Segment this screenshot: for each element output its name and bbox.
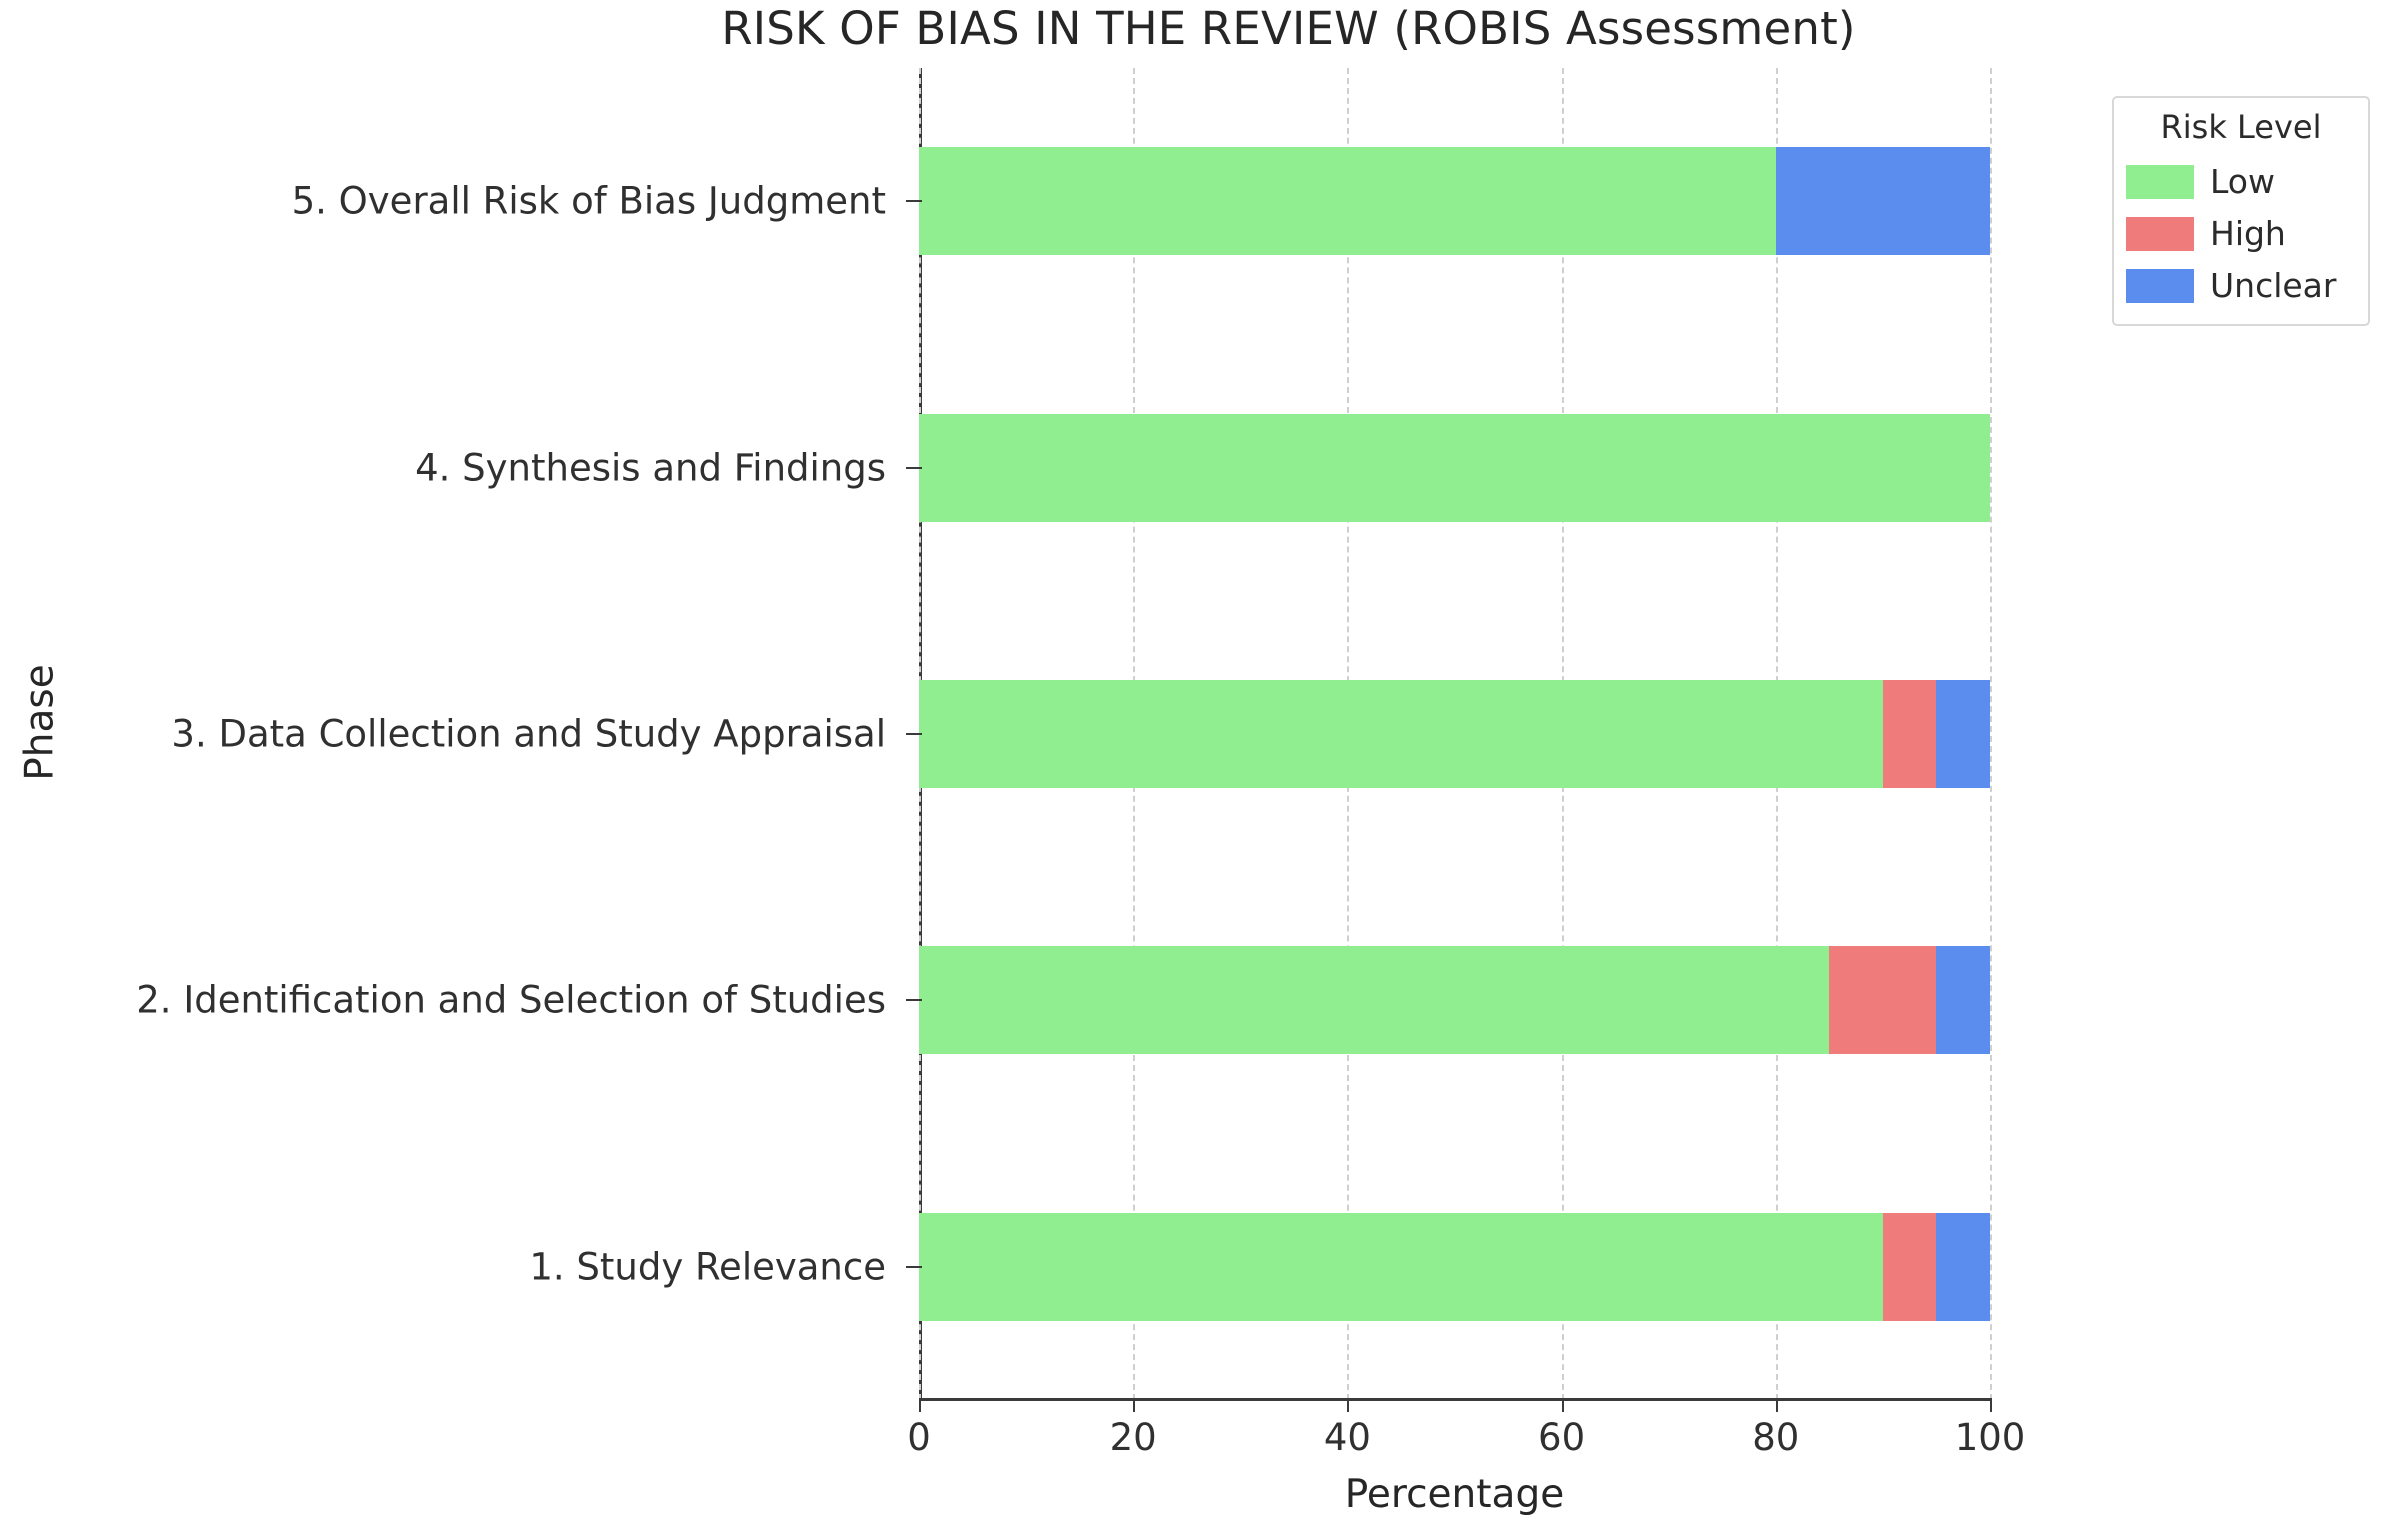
- bar-group-1: [919, 1212, 1990, 1321]
- legend-swatch-unclear: [2126, 269, 2194, 303]
- x-tick-60: [1561, 1398, 1564, 1412]
- x-axis-title: Percentage: [1344, 1472, 1565, 1517]
- bar-group-5: [919, 147, 1990, 256]
- bar-segment-high: [1882, 1212, 1937, 1321]
- x-tick-label-40: 40: [1323, 1416, 1371, 1459]
- bar-segment-unclear: [1936, 680, 1990, 788]
- bar-segment-unclear: [1775, 147, 1990, 256]
- y-tick-2: [906, 999, 922, 1002]
- bar-segment-low: [919, 946, 1830, 1055]
- y-tick-5: [906, 200, 922, 203]
- legend-label-unclear: Unclear: [2210, 266, 2337, 305]
- gridline-x-100: [1990, 68, 1992, 1400]
- bar-segment-unclear: [1936, 1212, 1990, 1321]
- x-axis-line: [919, 1398, 1992, 1401]
- x-tick-40: [1347, 1398, 1350, 1412]
- y-tick-1: [906, 1265, 922, 1268]
- chart-title-text: RISK OF BIAS IN THE REVIEW (ROBIS Assess…: [721, 2, 1856, 55]
- y-tick-3: [906, 733, 922, 735]
- legend-title: Risk Level: [2160, 108, 2322, 146]
- legend-swatch-high: [2126, 217, 2194, 251]
- bar-group-3: [919, 680, 1990, 788]
- bar-segment-low: [919, 1212, 1883, 1321]
- chart-title: RISK OF BIAS IN THE REVIEW (ROBIS Assess…: [0, 2, 2387, 55]
- bar-segment-high: [1882, 680, 1937, 788]
- x-tick-label-100: 100: [1954, 1416, 2026, 1459]
- plot-area: [919, 68, 1992, 1400]
- bar-segment-high: [1829, 946, 1937, 1055]
- legend-item-high[interactable]: High: [2126, 208, 2356, 260]
- y-axis-title: Phase: [17, 664, 63, 781]
- bar-segment-unclear: [1936, 946, 1990, 1055]
- x-tick-100: [1990, 1398, 1992, 1412]
- y-tick-label-3: 3. Data Collection and Study Appraisal: [171, 712, 886, 756]
- legend-item-unclear[interactable]: Unclear: [2126, 260, 2356, 312]
- bar-segment-low: [919, 680, 1883, 788]
- y-tick-label-1: 1. Study Relevance: [529, 1245, 886, 1289]
- legend-label-low: Low: [2210, 162, 2275, 201]
- bar-segment-low: [919, 147, 1776, 256]
- x-tick-label-0: 0: [907, 1416, 931, 1459]
- legend-item-low[interactable]: Low: [2126, 156, 2356, 208]
- x-tick-label-20: 20: [1109, 1416, 1157, 1459]
- x-tick-label-60: 60: [1538, 1416, 1586, 1459]
- y-tick-label-2: 2. Identification and Selection of Studi…: [136, 978, 886, 1022]
- x-tick-80: [1775, 1398, 1778, 1412]
- x-tick-20: [1133, 1398, 1136, 1412]
- y-tick-label-4: 4. Synthesis and Findings: [415, 446, 886, 490]
- legend-swatch-low: [2126, 165, 2194, 199]
- legend-label-high: High: [2210, 214, 2286, 253]
- x-tick-0: [919, 1398, 921, 1412]
- y-tick-4: [906, 466, 922, 469]
- y-tick-label-5: 5. Overall Risk of Bias Judgment: [291, 179, 886, 223]
- bar-group-2: [919, 946, 1990, 1055]
- bar-segment-low: [919, 413, 1990, 522]
- bar-group-4: [919, 413, 1990, 522]
- x-tick-label-80: 80: [1752, 1416, 1800, 1459]
